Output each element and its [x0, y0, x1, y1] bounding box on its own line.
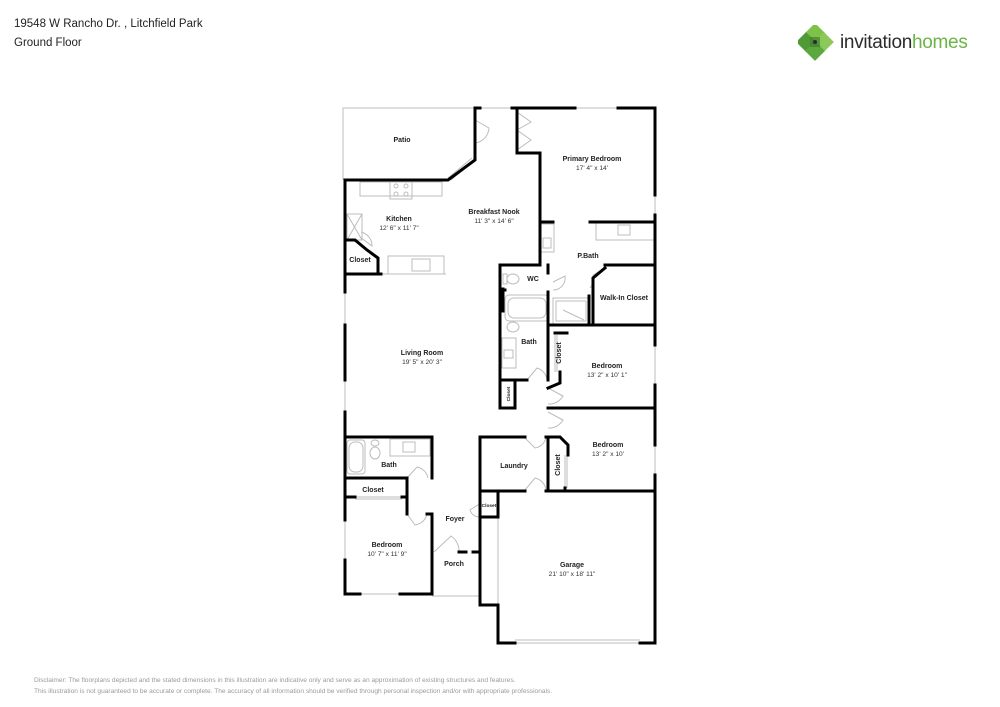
room-label-porch: Porch [444, 561, 464, 568]
room-dims-living-room: 19' 5" x 20' 3" [402, 359, 442, 366]
logo-word-homes: homes [912, 32, 968, 53]
room-label-bath-1: Bath [381, 462, 397, 469]
property-address: 19548 W Rancho Dr. , Litchfield Park [14, 18, 203, 30]
room-dims-primary-bedroom: 17' 4" x 14' [576, 165, 608, 172]
room-label-bedroom-2: Bedroom [592, 363, 623, 370]
room-label-walk-in-closet: Walk-In Closet [600, 295, 649, 302]
room-label-laundry: Laundry [500, 463, 528, 470]
logo-mark-icon [798, 25, 834, 61]
room-label-bedroom-3-closet: Closet [555, 454, 562, 476]
room-label-p-bath: P.Bath [577, 253, 598, 260]
room-label-foyer-closet: Closet [482, 503, 497, 509]
room-label-bedroom-3: Bedroom [593, 442, 624, 449]
room-label-kitchen: Kitchen [386, 216, 412, 223]
room-label-front-bedroom-closet: Closet [362, 487, 384, 494]
room-dims-bedroom-2: 13' 2" x 10' 1" [587, 372, 627, 379]
disclaimer-line-1: Disclaimer: The floorplans depicted and … [34, 677, 516, 684]
room-label-wc: WC [527, 276, 539, 283]
disclaimer-line-2: This illustration is not guaranteed to b… [34, 688, 553, 695]
room-label-patio: Patio [393, 137, 410, 144]
brand-logo: invitationhomes [798, 25, 968, 61]
room-label-primary-bedroom: Primary Bedroom [563, 156, 622, 163]
room-label-garage: Garage [560, 562, 584, 569]
room-dims-garage: 21' 10" x 18' 11" [549, 571, 596, 578]
room-label-bedroom-2-closet: Closet [556, 342, 563, 364]
room-label-front-bedroom: Bedroom [372, 542, 403, 549]
room-label-breakfast-nook: Breakfast Nook [468, 209, 519, 216]
logo-word-invitation: invitation [840, 32, 912, 53]
room-label-bath-2-closet: Closet [506, 386, 512, 401]
logo-wordmark: invitationhomes [840, 32, 968, 54]
room-dims-kitchen: 12' 6" x 11' 7" [379, 225, 419, 232]
room-dims-bedroom-3: 13' 2" x 10' [592, 451, 624, 458]
room-label-kitchen-closet: Closet [349, 257, 371, 264]
floor-label: Ground Floor [14, 37, 82, 49]
room-label-bath-2: Bath [521, 339, 537, 346]
property-header: 19548 W Rancho Dr. , Litchfield Park Gro… [14, 15, 203, 53]
disclaimer: Disclaimer: The floorplans depicted and … [34, 675, 552, 697]
room-label-foyer: Foyer [445, 516, 464, 523]
room-dims-front-bedroom: 10' 7" x 11' 9" [367, 551, 407, 558]
room-dims-breakfast-nook: 11' 3" x 14' 6" [474, 218, 514, 225]
room-label-living-room: Living Room [401, 350, 443, 357]
